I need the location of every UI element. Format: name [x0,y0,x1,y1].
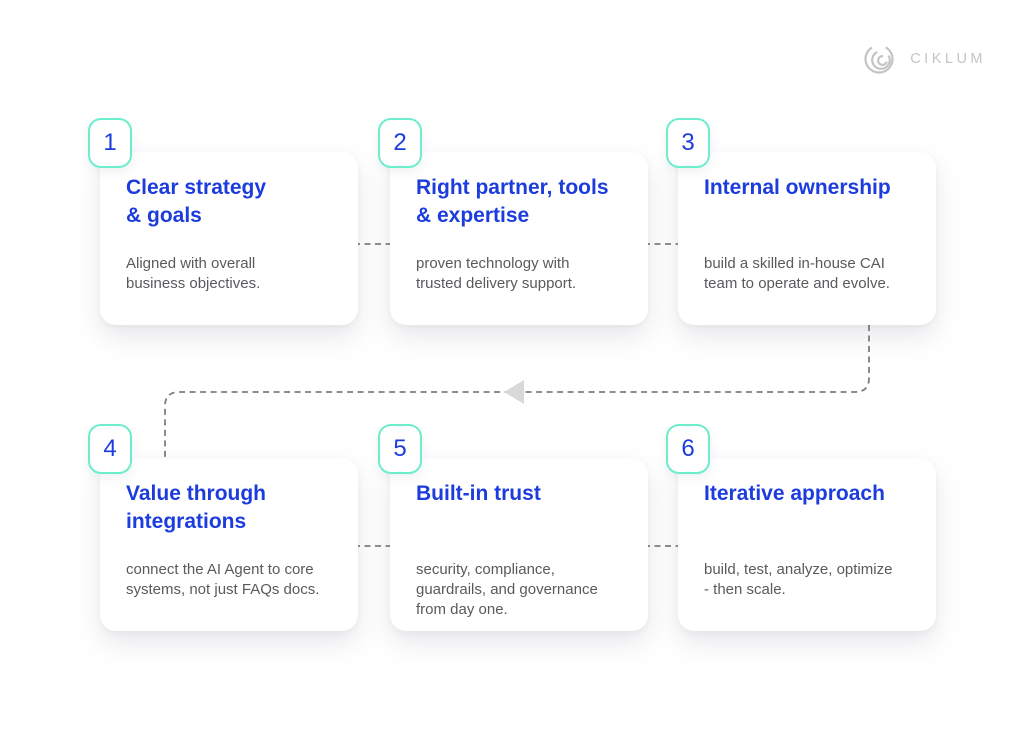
card-title: Value through integrations [126,482,267,533]
card-number-badge: 6 [666,424,710,474]
card-title: Built-in trust [416,482,541,505]
card-number-badge: 2 [378,118,422,168]
ciklum-logo: CIKLUM [863,40,986,78]
card-clear-strategy: 1 Clear strategy & goals Aligned with ov… [88,118,358,325]
card-right-partner: 2 Right partner, tools & expertise prove… [378,118,648,325]
card-description: connect the AI Agent to core systems, no… [126,561,320,598]
ciklum-logo-mark-icon [864,44,894,74]
connector-card3-card4 [164,325,870,457]
card-title: Right partner, tools & expertise [416,176,609,227]
card-number-badge: 4 [88,424,132,474]
card-description: security, compliance, guardrails, and go… [416,561,598,618]
card-description: proven technology with trusted delivery … [416,255,577,292]
card-number-badge: 3 [666,118,710,168]
card-built-in-trust: 5 Built-in trust security, compliance, g… [378,424,648,631]
card-iterative-approach: 6 Iterative approach build, test, analyz… [666,424,936,631]
card-description: Aligned with overall business objectives… [126,255,261,292]
card-title: Iterative approach [704,482,885,505]
ciklum-logo-text: CIKLUM [910,50,986,67]
card-number-badge: 1 [88,118,132,168]
flow-arrow-icon [504,380,524,404]
card-title: Internal ownership [704,176,891,199]
card-value-integrations: 4 Value through integrations connect the… [88,424,358,631]
card-description: build, test, analyze, optimize - then sc… [704,561,893,598]
card-internal-ownership: 3 Internal ownership build a skilled in-… [666,118,936,325]
card-description: build a skilled in-house CAI team to ope… [704,255,890,292]
card-number-badge: 5 [378,424,422,474]
card-title: Clear strategy & goals [126,176,267,227]
